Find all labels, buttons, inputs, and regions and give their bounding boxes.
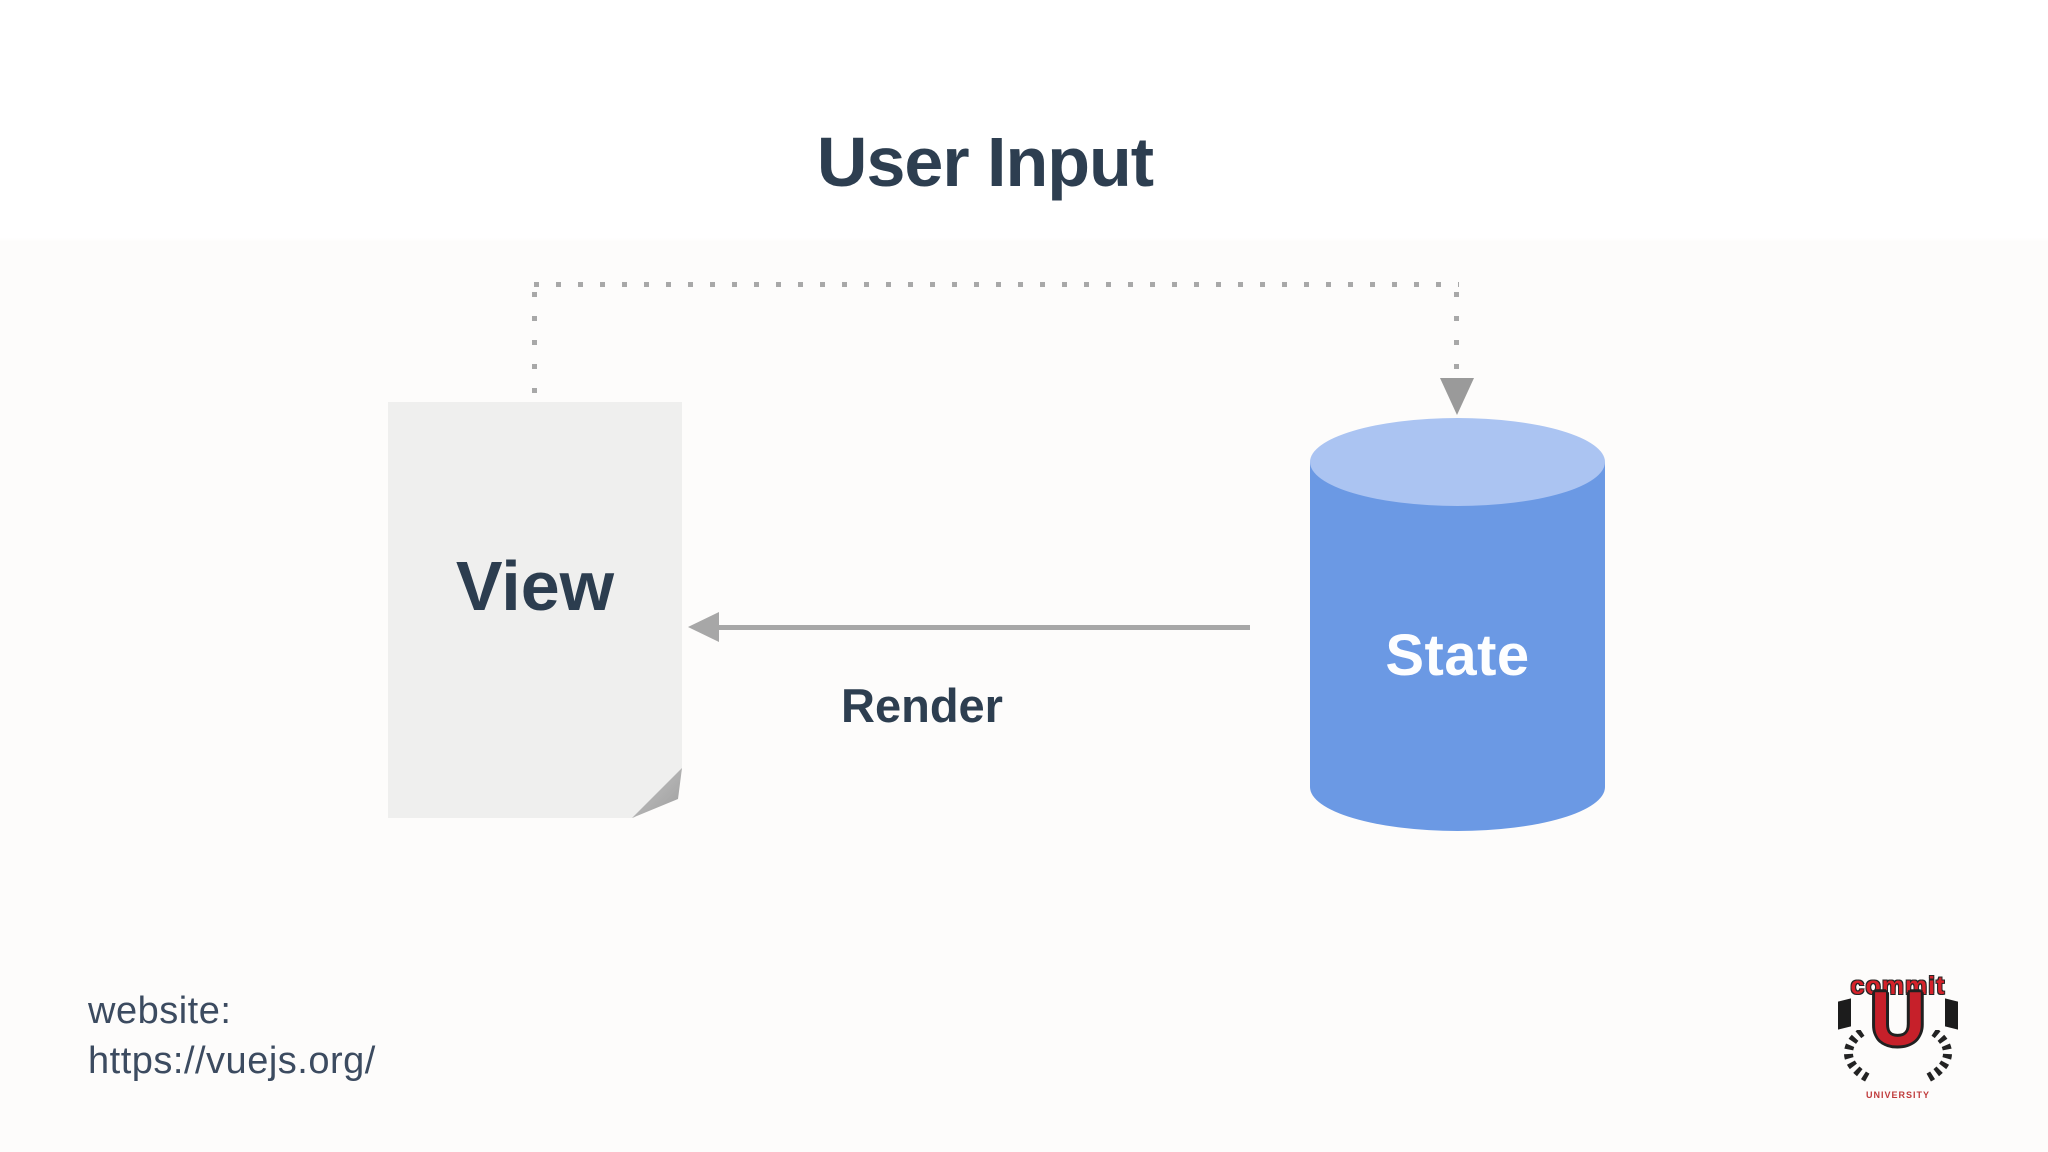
- dotted-connector-horizontal: [534, 282, 1459, 287]
- render-edge-label: Render: [841, 679, 1003, 732]
- down-arrowhead-icon: [1440, 378, 1474, 415]
- left-arrowhead-icon: [688, 612, 719, 642]
- website-footer: website: https://vuejs.org/: [88, 986, 376, 1086]
- view-node-label: View: [455, 547, 615, 625]
- state-node-label: State: [1385, 623, 1530, 688]
- view-document-face: [388, 402, 682, 818]
- logo-u-letter: U: [1870, 977, 1926, 1062]
- logo-university-text: UNIVERSITY: [1865, 1090, 1930, 1100]
- dotted-connector-view-vertical: [532, 292, 537, 402]
- dotted-connector-state-vertical: [1454, 292, 1459, 376]
- diagram-title: User Input: [816, 123, 1154, 201]
- view-document-node: View: [388, 402, 682, 818]
- laurel-wreath-icon: [1844, 1030, 1952, 1082]
- website-url: https://vuejs.org/: [88, 1040, 376, 1082]
- commit-university-logo: commit U UNIVERSITY: [1838, 972, 1958, 1100]
- cylinder-shape: [1310, 418, 1605, 831]
- logo-commit-text: commit: [1850, 972, 1946, 1000]
- website-label: website:: [88, 990, 232, 1032]
- render-arrow-line: [716, 625, 1250, 630]
- state-cylinder-node: State: [1310, 416, 1605, 834]
